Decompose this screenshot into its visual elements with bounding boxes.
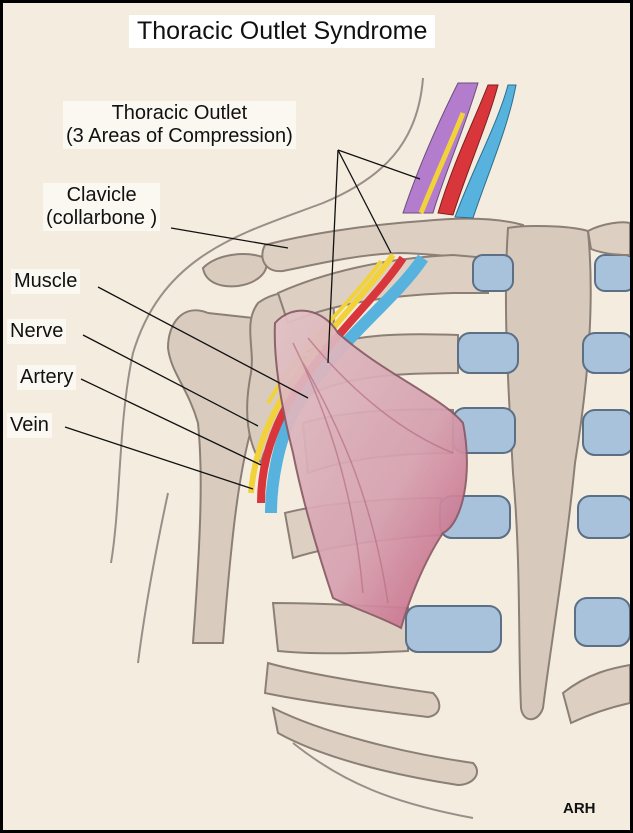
artery-upper (437, 84, 499, 216)
vein-upper (454, 84, 517, 219)
sternum-bone (504, 225, 592, 721)
right-rib-lower (561, 663, 630, 725)
artery-label: Artery (17, 365, 77, 390)
rib-6 (263, 661, 441, 719)
cartilage-left-2 (457, 332, 519, 374)
cartilage-right-5 (574, 597, 630, 647)
cartilage-right-1 (594, 254, 630, 292)
leader-lines (64, 149, 421, 490)
cartilage-right-2 (582, 332, 630, 374)
outlet-leader-3 (327, 149, 339, 364)
outlet-leader-1 (337, 149, 421, 180)
nerve-leader (82, 334, 259, 427)
cartilage-left-1 (472, 254, 514, 292)
acromion-bone (201, 253, 268, 288)
clavicle-label-line1: Clavicle (66, 184, 137, 206)
vein-label: Vein (7, 413, 52, 438)
outlet-leader-2 (337, 149, 392, 254)
cartilage-right-3 (582, 409, 630, 456)
clavicle-label: Clavicle (collarbone ) (43, 183, 161, 231)
thoracic-outlet-label-line1: Thoracic Outlet (111, 102, 248, 124)
nerve-bundle-upper (402, 82, 479, 214)
clavicle-label-line2: (collarbone ) (46, 207, 158, 229)
torso-outline (292, 742, 474, 819)
vein-leader (64, 426, 254, 490)
clavicle-right (586, 221, 630, 257)
thoracic-outlet-label-line2: (3 Areas of Compression) (66, 125, 293, 147)
nerve-upper (418, 112, 466, 214)
artery-leader (80, 378, 262, 466)
muscle-leader (97, 286, 309, 399)
cartilage-left-5 (405, 605, 502, 653)
nerve-label: Nerve (7, 319, 67, 344)
muscle-fibers (292, 337, 454, 604)
clavicle-leader (170, 227, 289, 249)
page-title: Thoracic Outlet Syndrome (129, 15, 436, 48)
thoracic-outlet-label: Thoracic Outlet (3 Areas of Compression) (63, 101, 296, 149)
muscle-label: Muscle (11, 269, 81, 294)
rib-7 (271, 706, 478, 787)
anatomy-illustration (64, 77, 630, 819)
pectoralis-minor-muscle (273, 309, 468, 630)
shoulder-outline (110, 77, 424, 564)
artist-signature: ARH (563, 800, 596, 817)
cartilage-right-4 (577, 495, 630, 539)
arm-outline (137, 492, 169, 664)
